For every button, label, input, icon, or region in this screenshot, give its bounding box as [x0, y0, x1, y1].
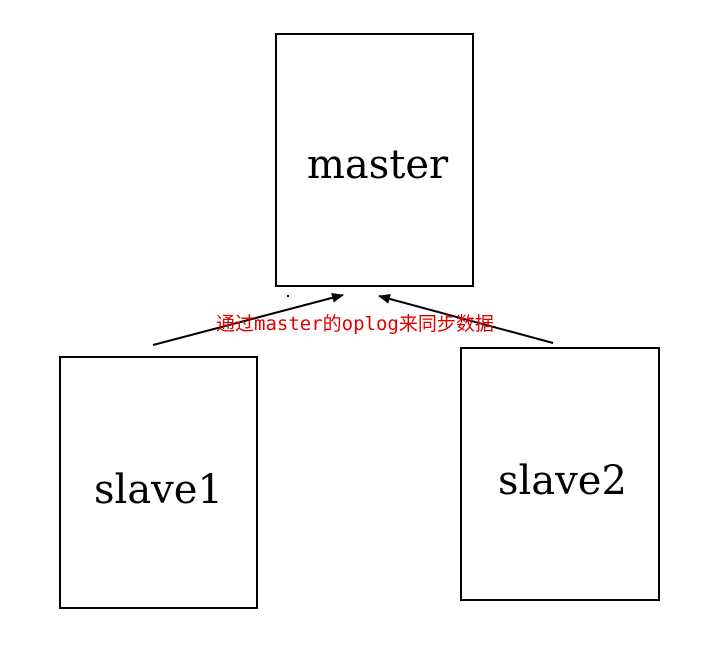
stray-dot [287, 295, 289, 297]
slave2-to-master-arrow [378, 294, 554, 344]
master-label: master [307, 142, 449, 188]
slave1-to-master-arrow [152, 292, 344, 346]
slave1-node: slave1 [59, 356, 258, 609]
master-node: master [275, 33, 474, 287]
slave2-label: slave2 [498, 458, 627, 504]
slave1-label: slave1 [94, 467, 223, 513]
sync-annotation: 通过master的oplog来同步数据 [216, 313, 494, 335]
slave2-node: slave2 [460, 347, 660, 601]
